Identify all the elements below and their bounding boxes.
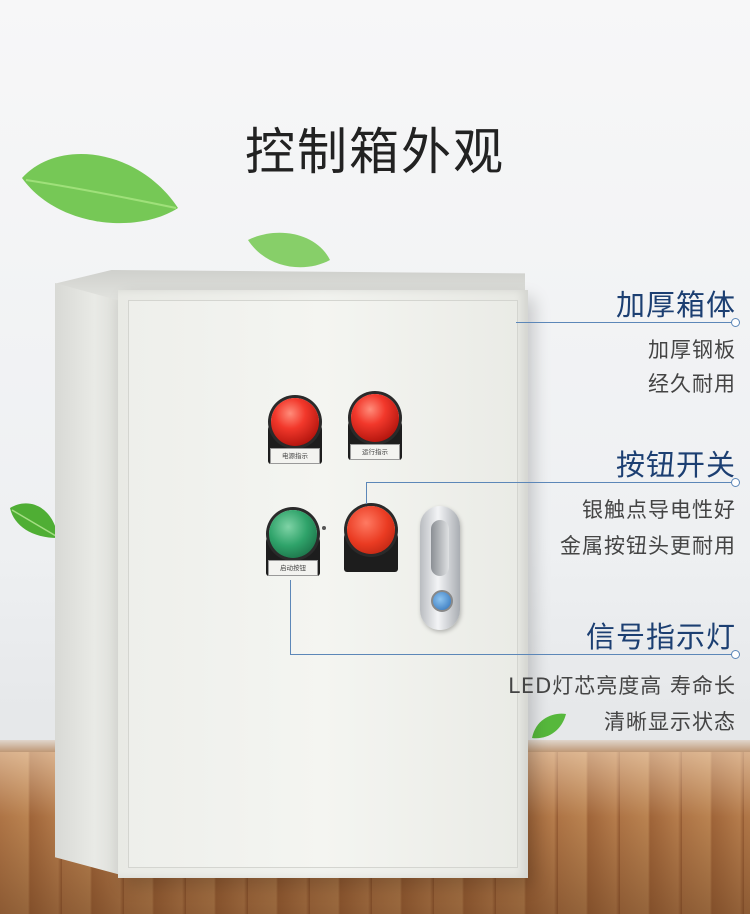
start-button: 启动按钮 bbox=[264, 508, 324, 588]
leader-dot bbox=[731, 478, 740, 487]
power-indicator-lamp: 电源指示 bbox=[266, 396, 326, 476]
leader-dot bbox=[731, 318, 740, 327]
green-leaf-icon bbox=[532, 713, 566, 739]
page-title: 控制箱外观 bbox=[245, 123, 505, 181]
run-indicator-label: 运行指示 bbox=[350, 444, 400, 460]
screw-dot bbox=[322, 526, 326, 530]
leader-line bbox=[366, 482, 738, 483]
callout-text: 加厚钢板 bbox=[648, 338, 736, 362]
green-leaf-icon bbox=[10, 503, 58, 538]
stop-button bbox=[342, 504, 402, 584]
callout-text: 经久耐用 bbox=[648, 372, 736, 396]
leader-line bbox=[366, 482, 367, 504]
red-button-icon bbox=[347, 506, 395, 554]
green-leaf-icon bbox=[248, 232, 330, 268]
callout-text: LED灯芯亮度高 寿命长 bbox=[508, 674, 736, 698]
callout-title-thick-box: 加厚箱体 bbox=[615, 288, 736, 322]
leader-line bbox=[290, 580, 291, 654]
green-leaf-icon bbox=[22, 154, 178, 224]
callout-text: 金属按钮头更耐用 bbox=[560, 534, 736, 558]
door-handle bbox=[420, 506, 460, 630]
leader-dot bbox=[731, 650, 740, 659]
red-lamp-icon bbox=[271, 398, 319, 446]
handle-slot bbox=[431, 520, 449, 576]
green-button-icon bbox=[269, 510, 317, 558]
lock-icon bbox=[431, 590, 453, 612]
leader-line bbox=[516, 322, 738, 323]
callout-title-button-switch: 按钮开关 bbox=[615, 448, 736, 482]
callout-text: 银触点导电性好 bbox=[582, 498, 736, 522]
run-indicator-lamp: 运行指示 bbox=[346, 392, 406, 472]
callout-text: 清晰显示状态 bbox=[604, 710, 736, 734]
cabinet-side bbox=[55, 283, 121, 875]
power-indicator-label: 电源指示 bbox=[270, 448, 320, 464]
leader-line bbox=[290, 654, 738, 655]
callout-title-signal-lamp: 信号指示灯 bbox=[585, 620, 736, 654]
red-lamp-icon bbox=[351, 394, 399, 442]
start-button-label: 启动按钮 bbox=[268, 560, 318, 576]
